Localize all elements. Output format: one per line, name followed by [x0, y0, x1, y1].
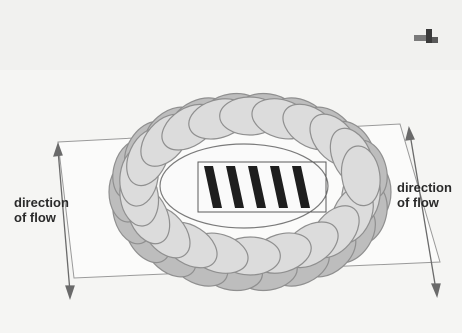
- direction-of-flow-label-left: direction of flow: [14, 195, 104, 225]
- cursor-hand-icon: [412, 26, 442, 46]
- direction-of-flow-label-right: direction of flow: [397, 180, 461, 210]
